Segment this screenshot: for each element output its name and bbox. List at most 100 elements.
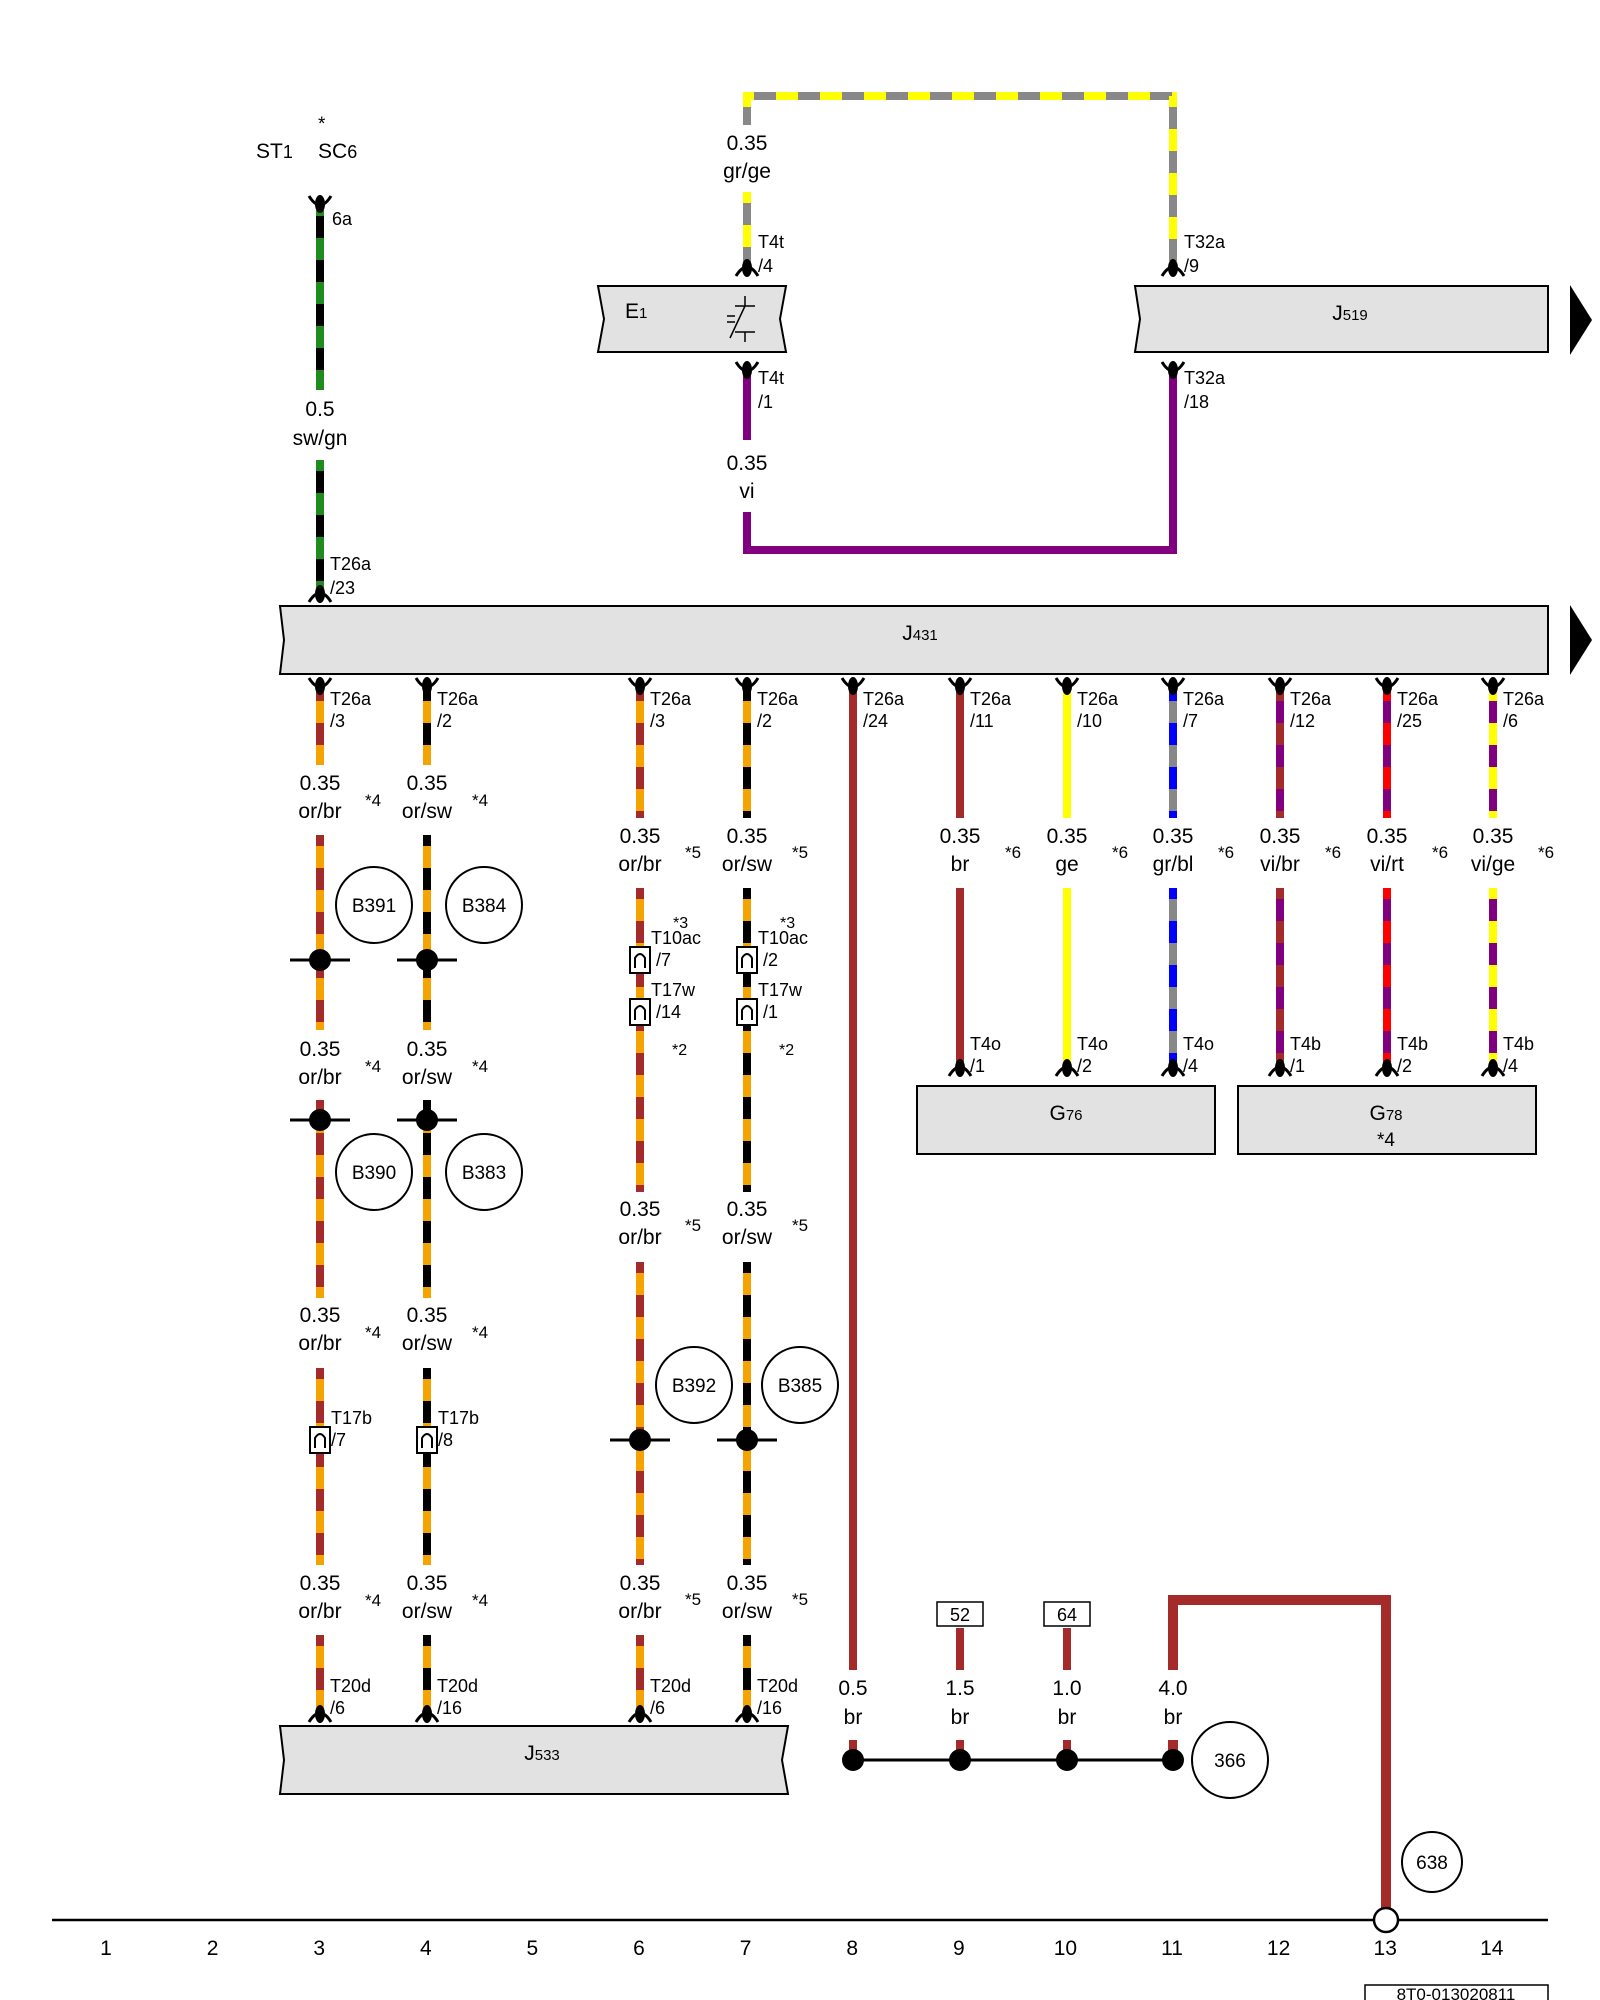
w10-note: *6 [1112,843,1128,862]
j519-sub: 519 [1343,307,1368,324]
c8-name: T26a [863,689,905,709]
t17b-3-pin: /7 [331,1430,346,1450]
g76-label: G [1049,1102,1065,1125]
w12-color: vi/br [1260,853,1300,876]
w13-note: *6 [1432,843,1448,862]
switch-symbol-icon [727,296,755,342]
w6-size-2: 0.35 [620,1198,661,1221]
w1-color: sw/gn [293,427,348,450]
w9-size: 0.35 [940,825,981,848]
w4-note: *4 [365,1057,381,1076]
w7-size-2: 0.35 [727,1198,768,1221]
splice-b385-circle [761,1346,839,1424]
connector-terminal-icon [627,677,653,695]
w6-size-3: 0.35 [620,1572,661,1595]
w14-size: 0.35 [1473,825,1514,848]
reference-boxes: 52 64 [936,1601,1091,1627]
j519-top-name: T32a [1184,232,1226,252]
j533-7-name: T20d [757,1676,798,1696]
splice-b384-circle [445,866,523,944]
w2-size: 0.35 [727,132,768,155]
w5-color-4: or/sw [402,1600,453,1623]
ref-52: 52 [950,1605,970,1625]
w3-color: vi [739,480,754,503]
ground-dots [842,1749,1184,1771]
w5-color-1: or/sw [402,800,453,823]
fuse-st-label: ST [256,140,283,163]
g76-1-name: T4o [970,1034,1001,1054]
splice-b383-circle [445,1133,523,1211]
c3-pin: /3 [330,711,345,731]
w6-color-1: or/br [618,853,661,876]
c12-name: T26a [1290,689,1332,709]
j431-label: J [902,622,913,645]
g9-color: br [951,1706,970,1729]
w7-note: *5 [792,843,808,862]
track-number: 1 [100,1937,112,1960]
fuse-st-sub: 1 [283,142,293,162]
w12-note: *6 [1325,843,1341,862]
component-g78 [1237,1085,1537,1155]
ref-64: 64 [1057,1605,1077,1625]
w6-note: *5 [685,843,701,862]
t17w-6-name: T17w [651,980,696,1000]
svg-text:J431: J431 [902,622,938,645]
wires [316,92,1497,1908]
ref-52-box [936,1601,984,1627]
t10ac-7-pin: /2 [763,950,778,970]
track-number: 9 [953,1937,965,1960]
connector-terminal-icon [1160,259,1186,277]
w11-color: gr/bl [1153,853,1194,876]
c11-name: T26a [1183,689,1225,709]
splice-b390: B390 [352,1163,396,1184]
w4-color-3: or/br [298,1332,341,1355]
w6-note: *5 [685,1216,701,1235]
w4-color-2: or/br [298,1066,341,1089]
component-j431 [278,605,1549,675]
component-j533 [278,1725,790,1795]
j519-bot-pin: /18 [1184,392,1209,412]
w5-note: *4 [472,791,488,810]
w6-note: *5 [685,1590,701,1609]
g78-2-name: T4b [1397,1034,1428,1054]
w4-size-3: 0.35 [300,1304,341,1327]
inline-connector-icon [736,946,758,974]
j519-bot-name: T32a [1184,368,1226,388]
ground-terminal-icon [1372,1906,1400,1934]
g76-4-name: T4o [1183,1034,1214,1054]
w7-color-2: or/sw [722,1226,773,1249]
connector-terminal-icon [307,585,333,603]
g78-sub: 78 [1386,1107,1403,1124]
g8-size: 0.5 [838,1677,867,1700]
g76-2-pin: /2 [1077,1056,1092,1076]
w12-size: 0.35 [1260,825,1301,848]
splices: B391 B384 B390 B383 B392 B385 366 638 [335,866,1463,1893]
inline-connector-icon [736,998,758,1026]
track-number: 14 [1480,1937,1504,1960]
t17w-7-pin: /1 [763,1002,778,1022]
c3-name: T26a [330,689,372,709]
splice-b383: B383 [462,1163,506,1184]
g78-4-name: T4b [1503,1034,1534,1054]
inline-connector-icon [416,1426,438,1454]
g78-1-name: T4b [1290,1034,1321,1054]
w4-note: *4 [365,791,381,810]
c7-pin: /2 [757,711,772,731]
w11-note: *6 [1218,843,1234,862]
terminals [290,195,1506,1723]
t17w-6-note: *2 [672,1042,687,1059]
track-number: 4 [420,1937,432,1960]
connector-terminal-icon [734,1705,760,1723]
component-j519 [1133,285,1549,353]
w1-size: 0.5 [305,398,334,421]
g78-note: *4 [1377,1130,1395,1151]
w9-note: *6 [1005,843,1021,862]
connector-terminal-icon [1267,1059,1293,1077]
g76-4-pin: /4 [1183,1056,1198,1076]
c14-pin: /6 [1503,711,1518,731]
splice-b390-circle [335,1133,413,1211]
w7-size-3: 0.35 [727,1572,768,1595]
c10-pin: /10 [1077,711,1102,731]
svg-text:E1: E1 [625,300,647,323]
